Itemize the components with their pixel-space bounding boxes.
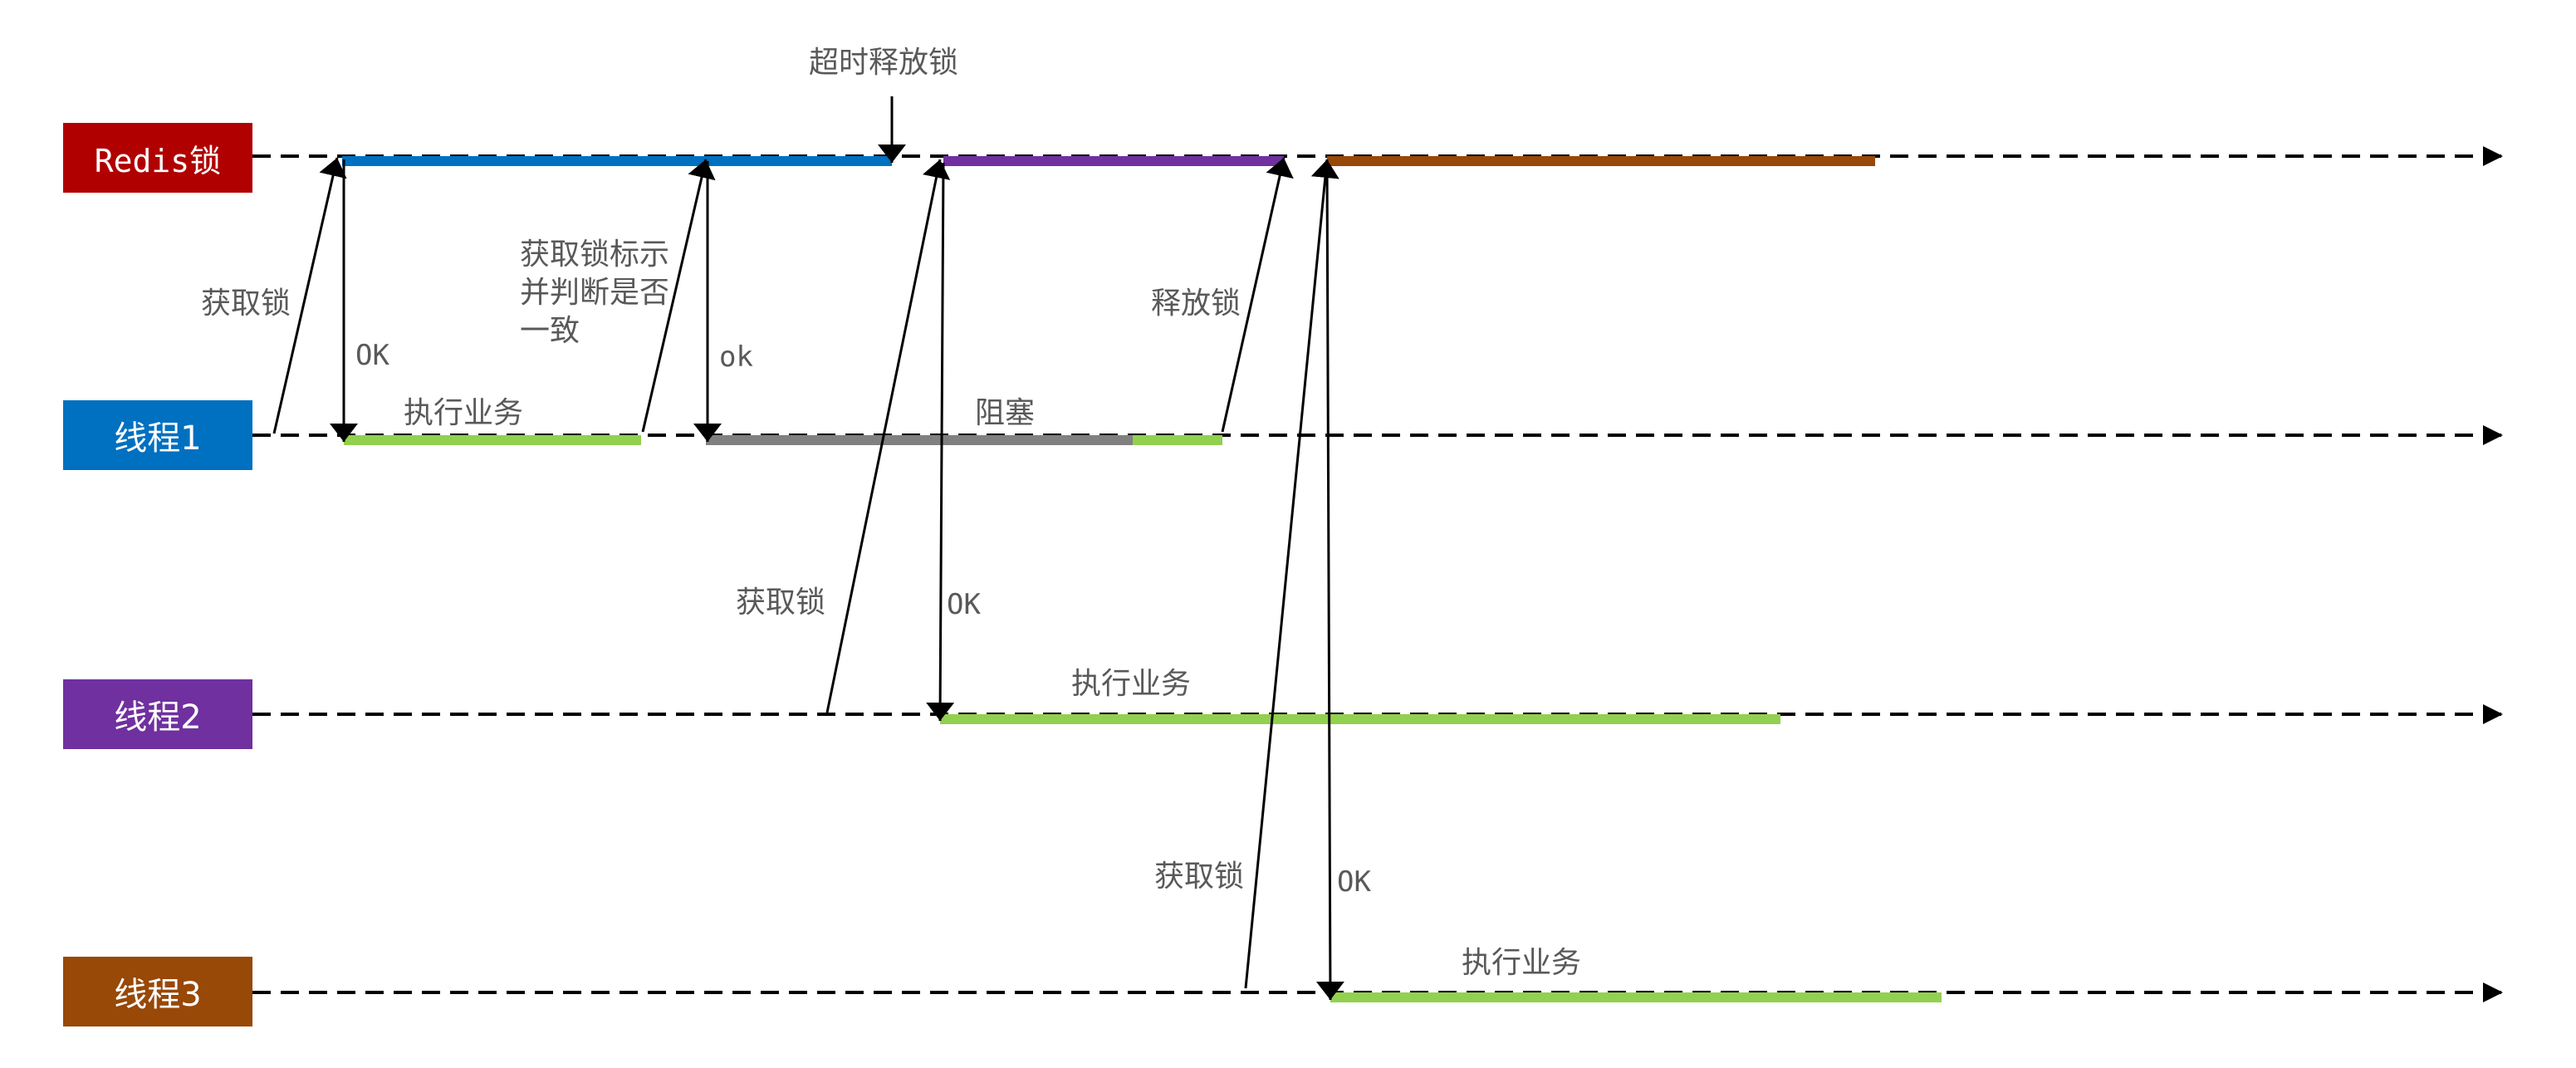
activity-bar-thread2: [940, 714, 1780, 724]
messages: [272, 96, 1344, 1001]
activity-bar-thread1: [1133, 435, 1222, 445]
label-t3-ok: OK: [1337, 865, 1371, 899]
activity-bar-redis: [943, 156, 1284, 166]
lane-thread1: 线程1: [63, 400, 252, 470]
activity-bar-thread1: [706, 435, 1133, 445]
label-timeout-release: 超时释放锁: [809, 46, 959, 80]
label-t2-acquire: 获取锁: [736, 585, 826, 620]
label-t2-ok: OK: [947, 588, 981, 621]
label-t1-release: 释放锁: [1151, 287, 1241, 321]
label-t1-ok2: ok: [719, 340, 753, 374]
label-t1-ok: OK: [355, 339, 389, 372]
lifeline-thread2: [252, 704, 2503, 724]
lane-thread2: 线程2: [63, 679, 252, 749]
activity-bar-thread1: [344, 435, 641, 445]
lane-thread3: 线程3: [63, 957, 252, 1026]
t3-ok-arrow: [1315, 162, 1344, 1001]
activity-bar-redis: [1327, 156, 1875, 166]
t1-release-arrow: [1221, 157, 1294, 433]
timeline-arrowhead-icon: [2483, 146, 2503, 166]
t2-acquire-arrow: [825, 159, 951, 713]
label-t1-check: 获取锁标示 并判断是否 一致: [520, 238, 670, 348]
timeline-arrowhead-icon: [2483, 704, 2503, 724]
label-t1-exec: 执行业务: [404, 396, 524, 430]
timeline-arrowhead-icon: [2483, 425, 2503, 445]
activity-bar-redis: [342, 156, 892, 166]
label-t3-acquire: 获取锁: [1154, 860, 1245, 894]
label-t1-acquire: 获取锁: [201, 287, 291, 321]
timeline-arrowhead-icon: [2483, 982, 2503, 1002]
t2-ok-arrow: [926, 162, 955, 722]
label-t2-exec: 执行业务: [1071, 667, 1192, 701]
lane-redis-lock: Redis锁: [63, 123, 252, 193]
lifeline-thread3: [252, 982, 2503, 1002]
t1-acquire-arrow: [272, 157, 347, 434]
activity-bar-thread3: [1330, 992, 1942, 1002]
label-t1-blocked: 阻塞: [975, 396, 1036, 430]
t3-acquire-arrow: [1244, 159, 1339, 989]
activity-bars: [342, 156, 1942, 1002]
label-t3-exec: 执行业务: [1462, 946, 1582, 980]
t1-check-arrow: [641, 159, 716, 433]
